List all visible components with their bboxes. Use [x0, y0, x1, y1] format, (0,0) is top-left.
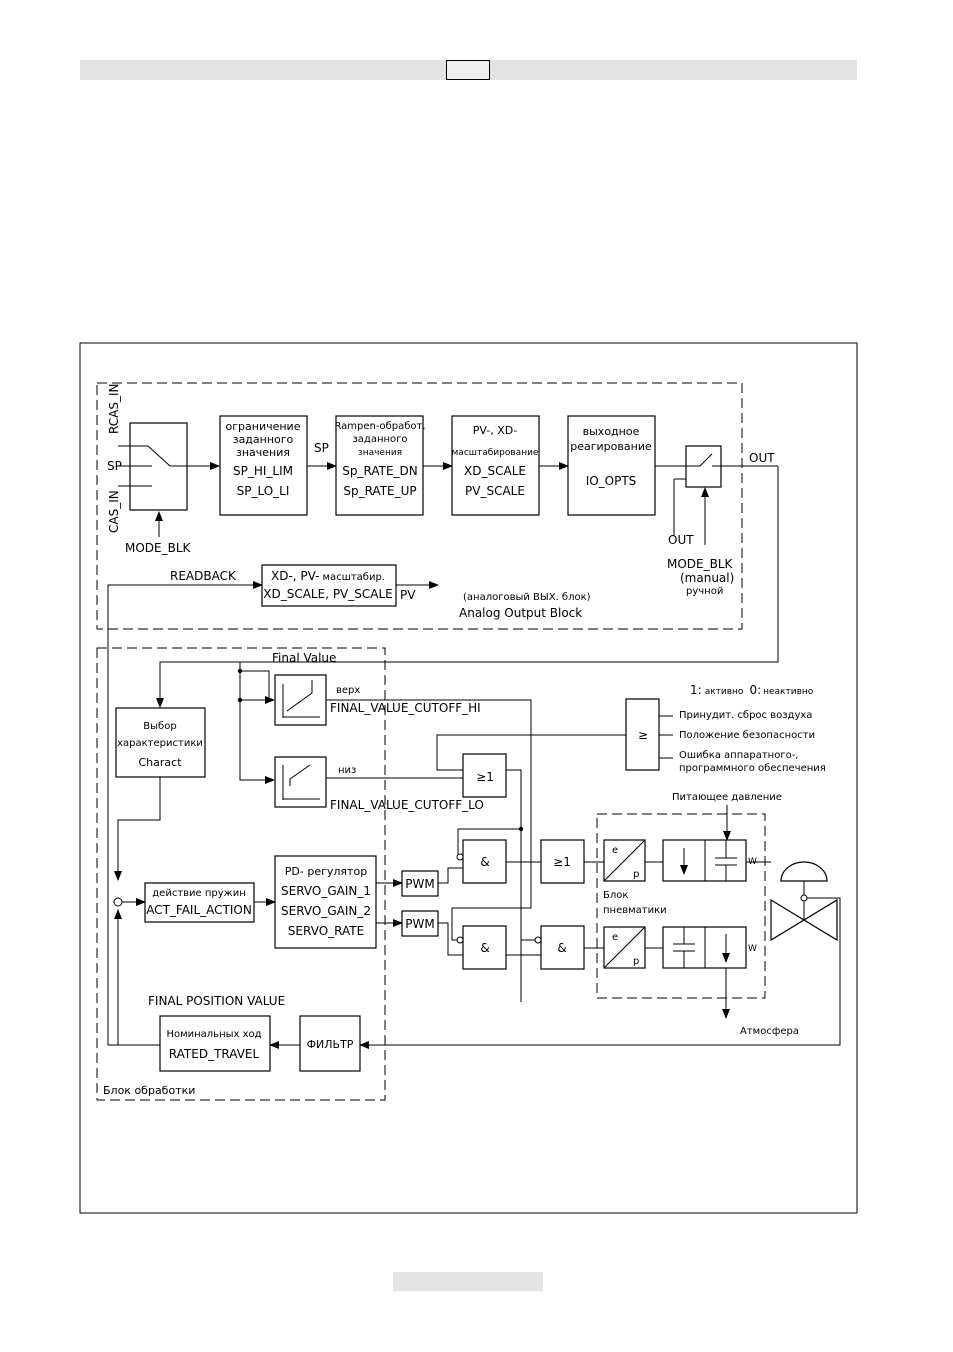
- analog-output-region: [96, 382, 743, 630]
- final-position-label: FINAL POSITION VALUE: [148, 994, 285, 1008]
- output-line-2: реагирование: [570, 440, 652, 453]
- limit-line-3: значения: [236, 446, 290, 459]
- out-feedback-label: OUT: [668, 533, 694, 547]
- limit-line-1: ограничение: [226, 420, 301, 433]
- cutoff-hi-label: FINAL_VALUE_CUTOFF_HI: [330, 701, 481, 715]
- out-label: OUT: [749, 451, 775, 465]
- spring-w-lower: W: [748, 944, 757, 954]
- pwm-lower-label: PWM: [405, 917, 434, 931]
- and-gate-right: [540, 925, 585, 970]
- servo-rate: SERVO_RATE: [288, 924, 364, 938]
- mode-blk-output-label: MODE_BLK: [667, 557, 734, 571]
- ep-upper-e: e: [612, 845, 618, 856]
- ep-upper-p: p: [633, 869, 639, 880]
- pneumatic-line-1: Блок: [603, 890, 628, 901]
- final-value-label: Final Value: [272, 651, 336, 665]
- rate-line-1: Rampen-обработ.: [334, 421, 425, 432]
- rated-travel-block: [159, 1015, 271, 1072]
- processing-block-label: Блок обработки: [103, 1084, 195, 1097]
- cas-in-label: CAS_IN: [107, 490, 121, 533]
- ao-note: (аналоговый ВЫХ. блок): [463, 592, 591, 603]
- charact-line-1: Выбор: [143, 721, 176, 732]
- sp-hi-lim-label: SP_HI_LIM: [233, 464, 293, 478]
- rate-line-2: заданного: [352, 434, 407, 445]
- scale-line-2: масштабирование: [452, 448, 539, 458]
- hw-sw-error-1: Ошибка аппаратного-,: [679, 750, 798, 761]
- or-gate-output-symbol: ≥1: [553, 855, 571, 869]
- pd-controller-block: [274, 855, 377, 949]
- filter-block: [299, 1015, 361, 1072]
- spring-line-1: действие пружин: [152, 888, 245, 899]
- or-gate-cutoff: [462, 753, 507, 798]
- charact-line-3: Charact: [138, 756, 182, 769]
- valve-body: [770, 898, 838, 942]
- spring-action-block: [144, 882, 255, 923]
- scale-line-1: PV-, XD-: [473, 424, 517, 437]
- pneumatic-region: [596, 813, 766, 999]
- readback-line-1: XD-, PV-масштабир.: [271, 569, 385, 583]
- pwm-block-lower: [401, 910, 439, 937]
- servo-gain-2: SERVO_GAIN_2: [281, 904, 371, 918]
- cutoff-lo-label: FINAL_VALUE_CUTOFF_LO: [330, 798, 484, 812]
- pd-line-1: PD- регулятор: [285, 865, 367, 878]
- cutoff-hi-ru: верх: [336, 685, 360, 696]
- rcas-in-label: RCAS_IN: [107, 384, 121, 434]
- cutoff-lo-ru: низ: [338, 765, 356, 776]
- and-gate-lower: [462, 925, 507, 970]
- sp-rate-block: [335, 415, 424, 516]
- actuator-dome: [780, 861, 828, 882]
- forced-air-release: Принудит. сброс воздуха: [679, 710, 812, 721]
- sp-lo-li-label: SP_LO_LI: [237, 484, 290, 498]
- sp-rate-up-label: Sp_RATE_UP: [343, 484, 416, 498]
- ao-title: Analog Output Block: [459, 606, 582, 620]
- charact-line-2: характеристики: [117, 738, 203, 749]
- pneumatic-line-2: пневматики: [603, 905, 667, 916]
- ep-lower-p: p: [633, 956, 639, 967]
- figure-frame: [79, 342, 858, 1214]
- io-opts-label: IO_OPTS: [586, 474, 637, 488]
- filter-label: ФИЛЬТР: [307, 1038, 354, 1051]
- servo-gain-1: SERVO_GAIN_1: [281, 884, 371, 898]
- safety-position: Положение безопасности: [679, 730, 815, 741]
- manual-ru-label: ручной: [686, 586, 723, 597]
- and-gate-upper-symbol: &: [480, 855, 489, 869]
- output-line-1: выходное: [583, 425, 640, 438]
- pwm-upper-label: PWM: [405, 877, 434, 891]
- header-page-box: [446, 60, 490, 80]
- readback-line-2: XD_SCALE, PV_SCALE: [263, 587, 392, 601]
- readback-scale-block: [261, 564, 397, 607]
- mode-blk-label: MODE_BLK: [125, 541, 192, 555]
- sp-rate-dn-label: Sp_RATE_DN: [342, 464, 418, 478]
- output-response-block: [567, 415, 656, 516]
- readback-label: READBACK: [170, 569, 237, 583]
- and-gate-right-symbol: &: [557, 941, 566, 955]
- threshold-symbol: ≥: [638, 728, 648, 742]
- or-gate-cutoff-symbol: ≥1: [476, 770, 494, 784]
- atmosphere-label: Атмосфера: [740, 1026, 799, 1037]
- xd-scale-label: XD_SCALE: [464, 464, 526, 478]
- ep-lower-e: e: [612, 932, 618, 943]
- sp-input-label: SP: [107, 459, 122, 473]
- act-fail-action-label: ACT_FAIL_ACTION: [146, 903, 252, 917]
- rated-line-1: Номинальных ход: [166, 1029, 261, 1040]
- and-gate-lower-symbol: &: [480, 941, 489, 955]
- or-gate-output: [540, 839, 585, 884]
- supply-pressure-label: Питающее давление: [672, 792, 782, 803]
- processing-region: [96, 647, 386, 1101]
- pv-label: PV: [400, 588, 416, 602]
- rated-travel-label: RATED_TRAVEL: [169, 1047, 260, 1061]
- sp-signal-label: SP: [314, 441, 329, 455]
- summing-junction: [113, 897, 123, 907]
- pv-xd-scale-block: [451, 415, 540, 516]
- manual-label: (manual): [680, 571, 734, 585]
- rate-line-3: значения: [358, 448, 402, 458]
- footer-bar: [393, 1272, 543, 1291]
- hw-sw-error-2: программного обеспечения: [679, 763, 826, 774]
- sp-limit-block: [219, 415, 308, 516]
- position-sensor: [800, 894, 808, 902]
- pv-scale-label: PV_SCALE: [465, 484, 525, 498]
- limit-line-2: заданного: [233, 433, 294, 446]
